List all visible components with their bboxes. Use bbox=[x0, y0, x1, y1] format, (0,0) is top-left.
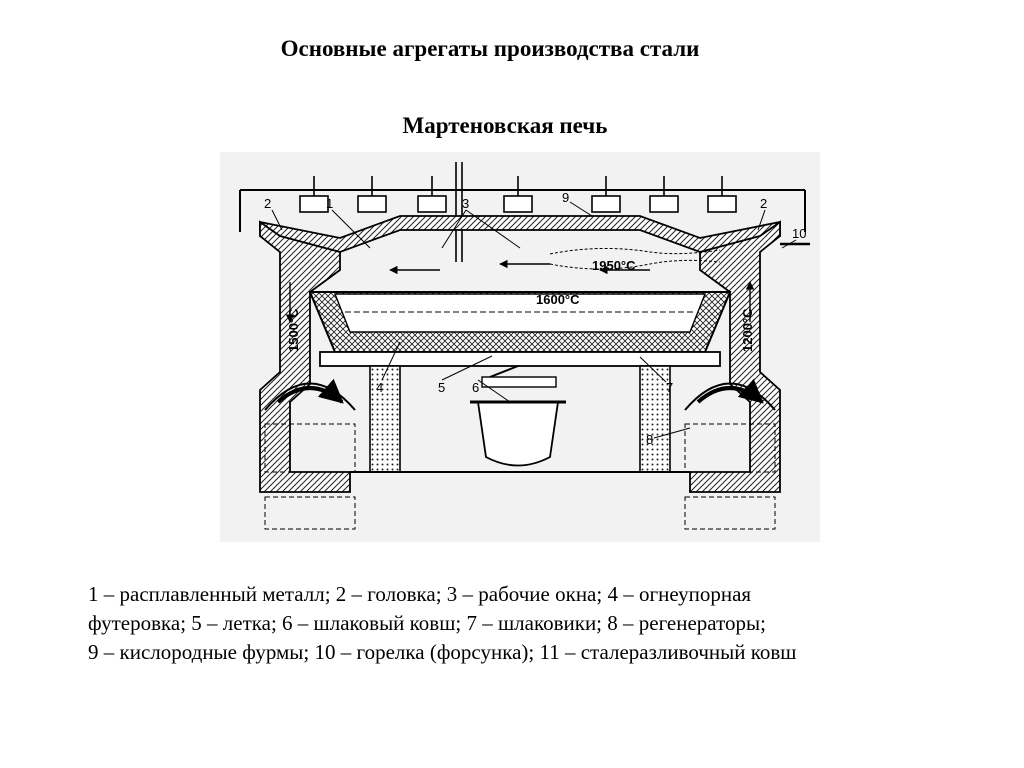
callout-4: 4 bbox=[376, 380, 383, 395]
furnace-drawing: 1 2 3 9 2 10 4 5 6 7 8 1950°C 1600°C 150… bbox=[239, 162, 810, 530]
callout-8: 8 bbox=[646, 432, 653, 447]
svg-text:1200°C: 1200°C bbox=[740, 308, 755, 352]
slide-title: Основные агрегаты производства стали bbox=[280, 36, 700, 61]
temp-flame-unit: °C bbox=[621, 258, 636, 273]
callout-7: 7 bbox=[666, 380, 673, 395]
support-column-left bbox=[369, 365, 401, 473]
temp-bath-unit: °C bbox=[565, 292, 580, 307]
legend-line-2: футеровка; 5 – летка; 6 – шлаковый ковш;… bbox=[88, 611, 766, 635]
legend-line-1: 1 – расплавленный металл; 2 – головка; 3… bbox=[88, 582, 752, 606]
ladle bbox=[476, 401, 560, 467]
callout-10: 10 bbox=[792, 226, 806, 241]
temp-left-value: 1500 bbox=[286, 323, 301, 352]
slide-subtitle: Мартеновская печь bbox=[402, 113, 608, 138]
temp-flame-value: 1950 bbox=[592, 258, 621, 273]
temp-right-value: 1200 bbox=[740, 323, 755, 352]
open-hearth-furnace-diagram: 1 2 3 9 2 10 4 5 6 7 8 1950°C 1600°C 150… bbox=[220, 152, 820, 542]
hearth-beam bbox=[319, 351, 721, 367]
callout-1: 1 bbox=[326, 196, 333, 211]
callout-5: 5 bbox=[438, 380, 445, 395]
support-column-right bbox=[639, 365, 671, 473]
callout-9: 9 bbox=[562, 190, 569, 205]
callout-2-right: 2 bbox=[760, 196, 767, 211]
svg-text:1600°C: 1600°C bbox=[536, 292, 580, 307]
callout-2-left: 2 bbox=[264, 196, 271, 211]
callout-3: 3 bbox=[462, 196, 469, 211]
top-frame bbox=[239, 162, 806, 262]
molten-metal-bath bbox=[333, 293, 707, 333]
furnace-roof bbox=[259, 215, 781, 253]
right-regenerator-checker bbox=[684, 423, 776, 473]
temp-left-unit: °C bbox=[286, 308, 301, 323]
legend-caption: 1 – расплавленный металл; 2 – головка; 3… bbox=[88, 580, 988, 667]
right-regenerator-arch bbox=[684, 382, 776, 411]
left-regenerator-arch bbox=[264, 382, 356, 411]
temp-bath-value: 1600 bbox=[536, 292, 565, 307]
svg-text:1950°C: 1950°C bbox=[592, 258, 636, 273]
temp-right-unit: °C bbox=[740, 308, 755, 323]
left-regenerator-checker bbox=[264, 423, 356, 473]
svg-text:1500°C: 1500°C bbox=[286, 308, 301, 352]
legend-line-3: 9 – кислородные фурмы; 10 – горелка (фор… bbox=[88, 640, 797, 664]
callout-6: 6 bbox=[472, 380, 479, 395]
